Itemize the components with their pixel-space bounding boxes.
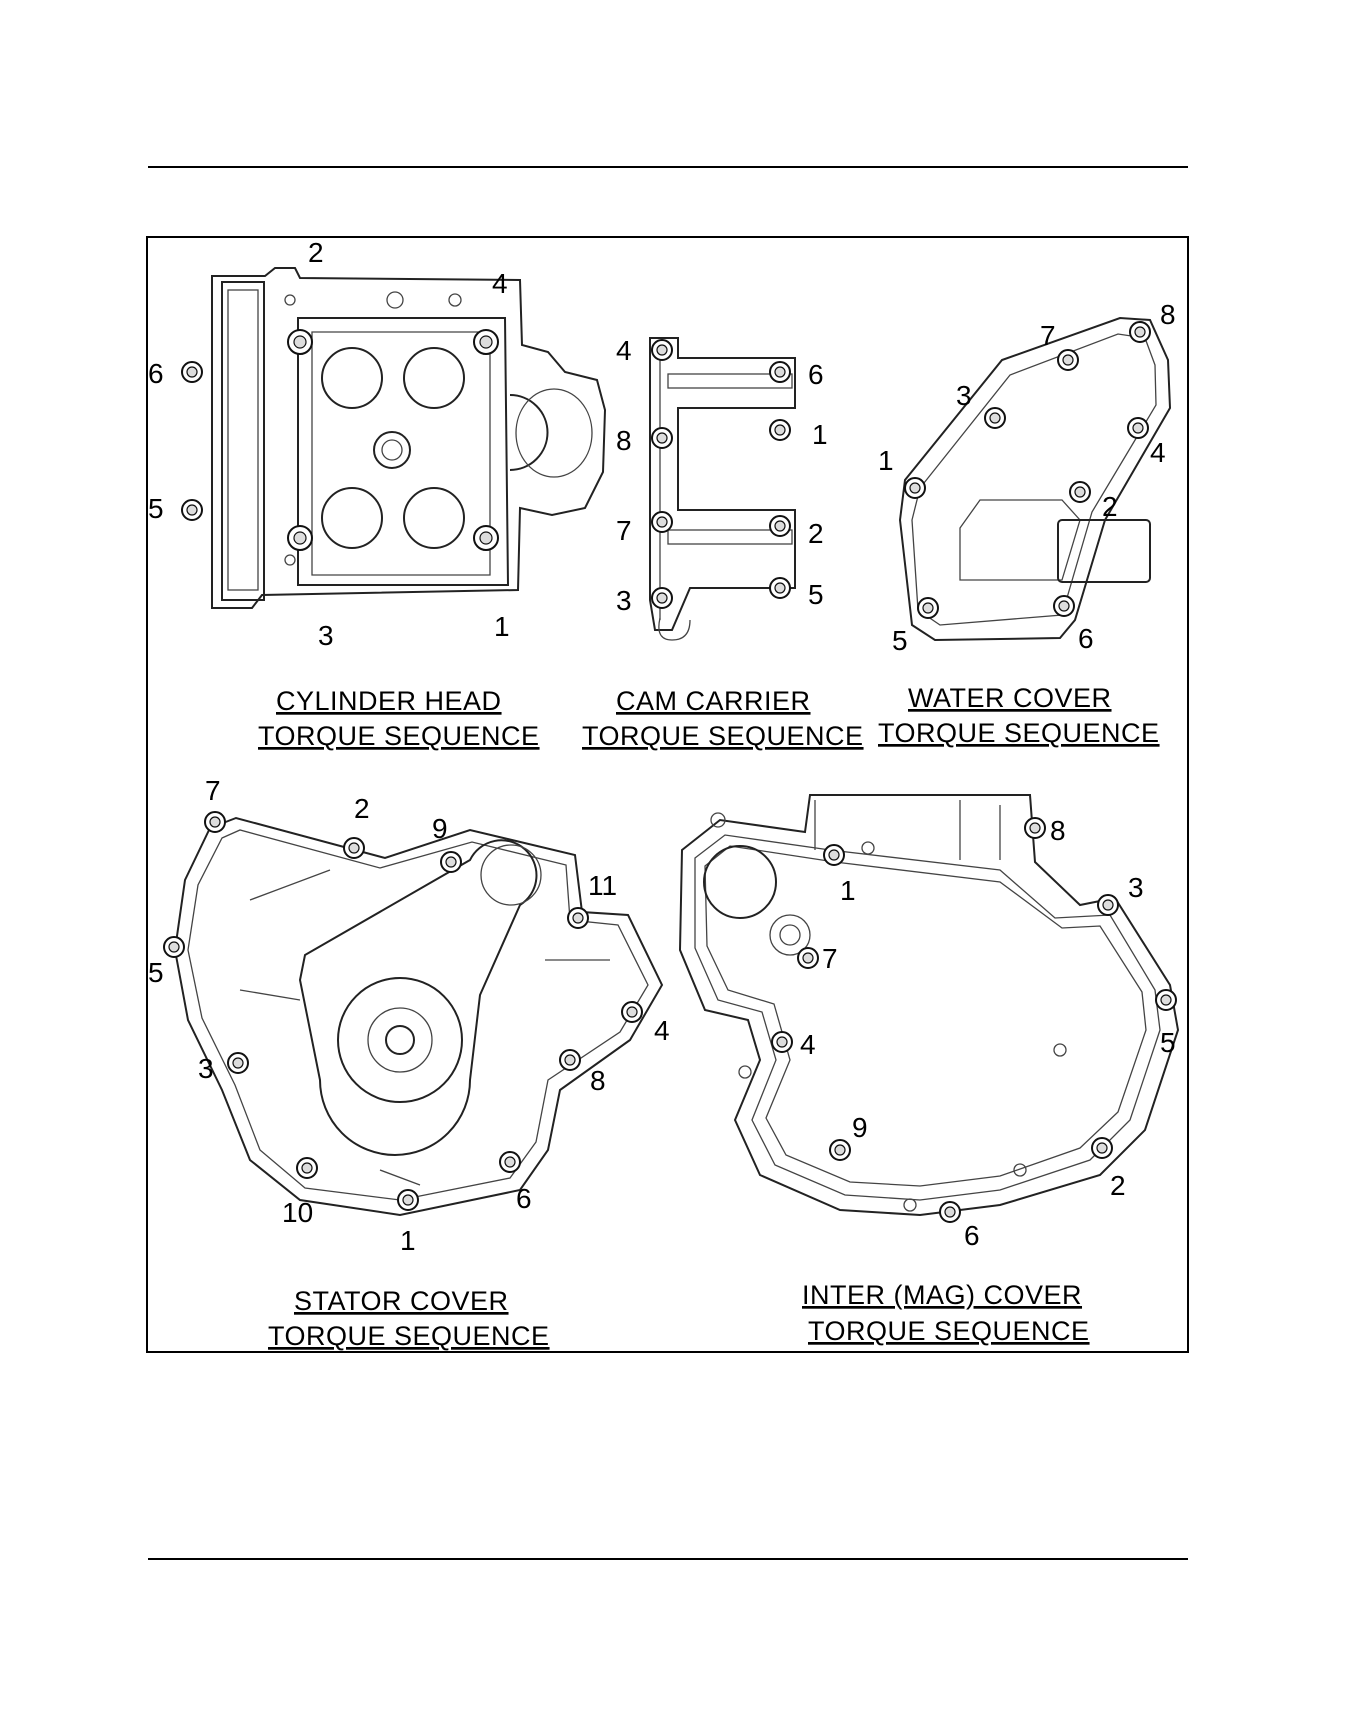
stator-cover-bolt-label: 7 (205, 775, 221, 806)
cam-carrier-bolt-label: 7 (616, 515, 632, 546)
cam-carrier-subtitle: TORQUE SEQUENCE (582, 721, 864, 751)
inter-cover-title: INTER (MAG) COVER (802, 1280, 1082, 1310)
stator-cover-subtitle: TORQUE SEQUENCE (268, 1321, 550, 1351)
inter-cover-bolt-label: 8 (1050, 815, 1066, 846)
stator-cover-bolt-label: 6 (516, 1183, 532, 1214)
cylinder-head-bolt-label: 5 (148, 493, 164, 524)
inter-cover-bolt-label: 7 (822, 943, 838, 974)
cam-carrier-bolt-label: 2 (808, 518, 824, 549)
inter-cover-bolt-label: 4 (800, 1029, 816, 1060)
stator-cover-bolt-label: 4 (654, 1015, 670, 1046)
inter-cover-bolt-label: 1 (840, 875, 856, 906)
cylinder-head-title: CYLINDER HEAD (276, 686, 502, 716)
stator-cover-bolt-label: 9 (432, 813, 448, 844)
stator-cover-bolt-label: 1 (400, 1225, 416, 1256)
cylinder-head-bolt-label: 3 (318, 620, 334, 651)
cylinder-head-bolt-label: 4 (492, 268, 508, 299)
water-cover-bolt-label: 4 (1150, 437, 1166, 468)
inter-cover-bolt-label: 2 (1110, 1170, 1126, 1201)
cam-carrier-drawing (650, 338, 795, 640)
water-cover-subtitle: TORQUE SEQUENCE (878, 718, 1160, 748)
cylinder-head-drawing (182, 268, 605, 608)
water-cover-bolt-label: 3 (956, 380, 972, 411)
cylinder-head-subtitle: TORQUE SEQUENCE (258, 721, 540, 751)
stator-cover-bolt-label: 10 (282, 1197, 313, 1228)
water-cover-bolt-label: 8 (1160, 299, 1176, 330)
inter-cover-drawing (680, 795, 1178, 1222)
cam-carrier-bolt-label: 1 (812, 419, 828, 450)
stator-cover-bolt-label: 3 (198, 1053, 214, 1084)
inter-cover-bolt-label: 9 (852, 1112, 868, 1143)
inter-cover-bolt-label: 3 (1128, 872, 1144, 903)
cylinder-head-bolt-label: 2 (308, 237, 324, 268)
water-cover-title: WATER COVER (908, 683, 1112, 713)
cam-carrier-bolt-label: 3 (616, 585, 632, 616)
cylinder-head-bolt-label: 6 (148, 358, 164, 389)
stator-cover-title: STATOR COVER (294, 1286, 509, 1316)
cam-carrier-bolt-label: 6 (808, 359, 824, 390)
cam-carrier-bolt-label: 4 (616, 335, 632, 366)
water-cover-bolt-label: 6 (1078, 623, 1094, 654)
cylinder-head-bolt-label: 1 (494, 611, 510, 642)
water-cover-drawing (900, 318, 1170, 640)
cam-carrier-bolt-label: 5 (808, 579, 824, 610)
stator-cover-bolt-label: 2 (354, 793, 370, 824)
water-cover-bolt-label: 7 (1040, 320, 1056, 351)
inter-cover-bolt-label: 6 (964, 1220, 980, 1251)
inter-cover-bolt-label: 5 (1160, 1027, 1176, 1058)
cam-carrier-bolt-label: 8 (616, 425, 632, 456)
inter-cover-subtitle: TORQUE SEQUENCE (808, 1316, 1090, 1346)
water-cover-bolt-label: 1 (878, 445, 894, 476)
water-cover-bolt-label: 2 (1102, 491, 1118, 522)
water-cover-bolt-label: 5 (892, 625, 908, 656)
stator-cover-bolt-label: 11 (588, 870, 617, 901)
cam-carrier-title: CAM CARRIER (616, 686, 811, 716)
stator-cover-bolt-label: 8 (590, 1065, 606, 1096)
diagram-frame (147, 237, 1188, 1352)
stator-cover-bolt-label: 5 (148, 957, 164, 988)
